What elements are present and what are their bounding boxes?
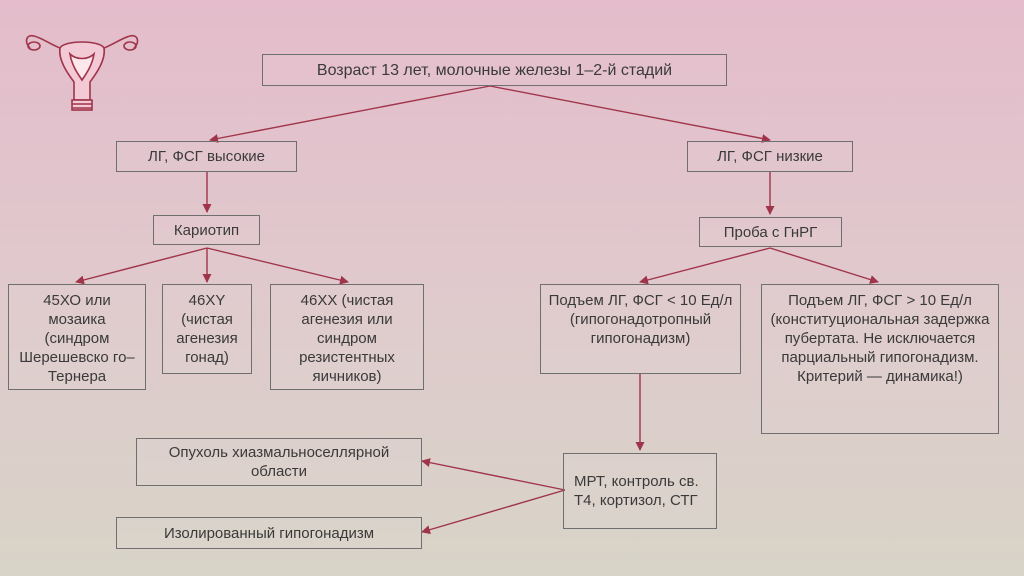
gnrh-test-node: Проба с ГнРГ [699,217,842,247]
arrow-root-high [209,85,491,143]
arrow-karyotype-xx [206,247,349,285]
uterus-icon [25,34,139,111]
karyotype-46xx-node: 46ХХ (чистая агенезия или синдром резист… [270,284,424,390]
rise-above-10-node: Подъем ЛГ, ФСГ > 10 Ед/л (конституционал… [761,284,999,434]
low-lh-fsh-node: ЛГ, ФСГ низкие [687,141,853,172]
arrow-karyotype-xo [75,247,208,285]
karyotype-45xo-node: 45ХО или мозаика (синдром Шерешевско го–… [8,284,146,390]
karyotype-46xy-node: 46XY (чистая агенезия гонад) [162,284,252,374]
arrow-root-low [489,85,771,143]
isolated-hypogonadism-node: Изолированный гипогонадизм [116,517,422,549]
arrow-gnrh-risehigh [769,247,879,284]
chiasmal-tumor-node: Опухоль хиазмальноселлярной области [136,438,422,486]
karyotype-node: Кариотип [153,215,260,245]
arrow-gnrh-riselow [639,247,771,285]
arrow-mri-isolated [421,489,566,535]
root-node: Возраст 13 лет, молочные железы 1–2-й ст… [262,54,727,86]
rise-below-10-node: Подъем ЛГ, ФСГ < 10 Ед/л (гипогонадотроп… [540,284,741,374]
mri-control-node: МРТ, контроль св. Т4, кортизол, СТГ [563,453,717,529]
arrow-mri-tumor [421,458,566,491]
high-lh-fsh-node: ЛГ, ФСГ высокие [116,141,297,172]
